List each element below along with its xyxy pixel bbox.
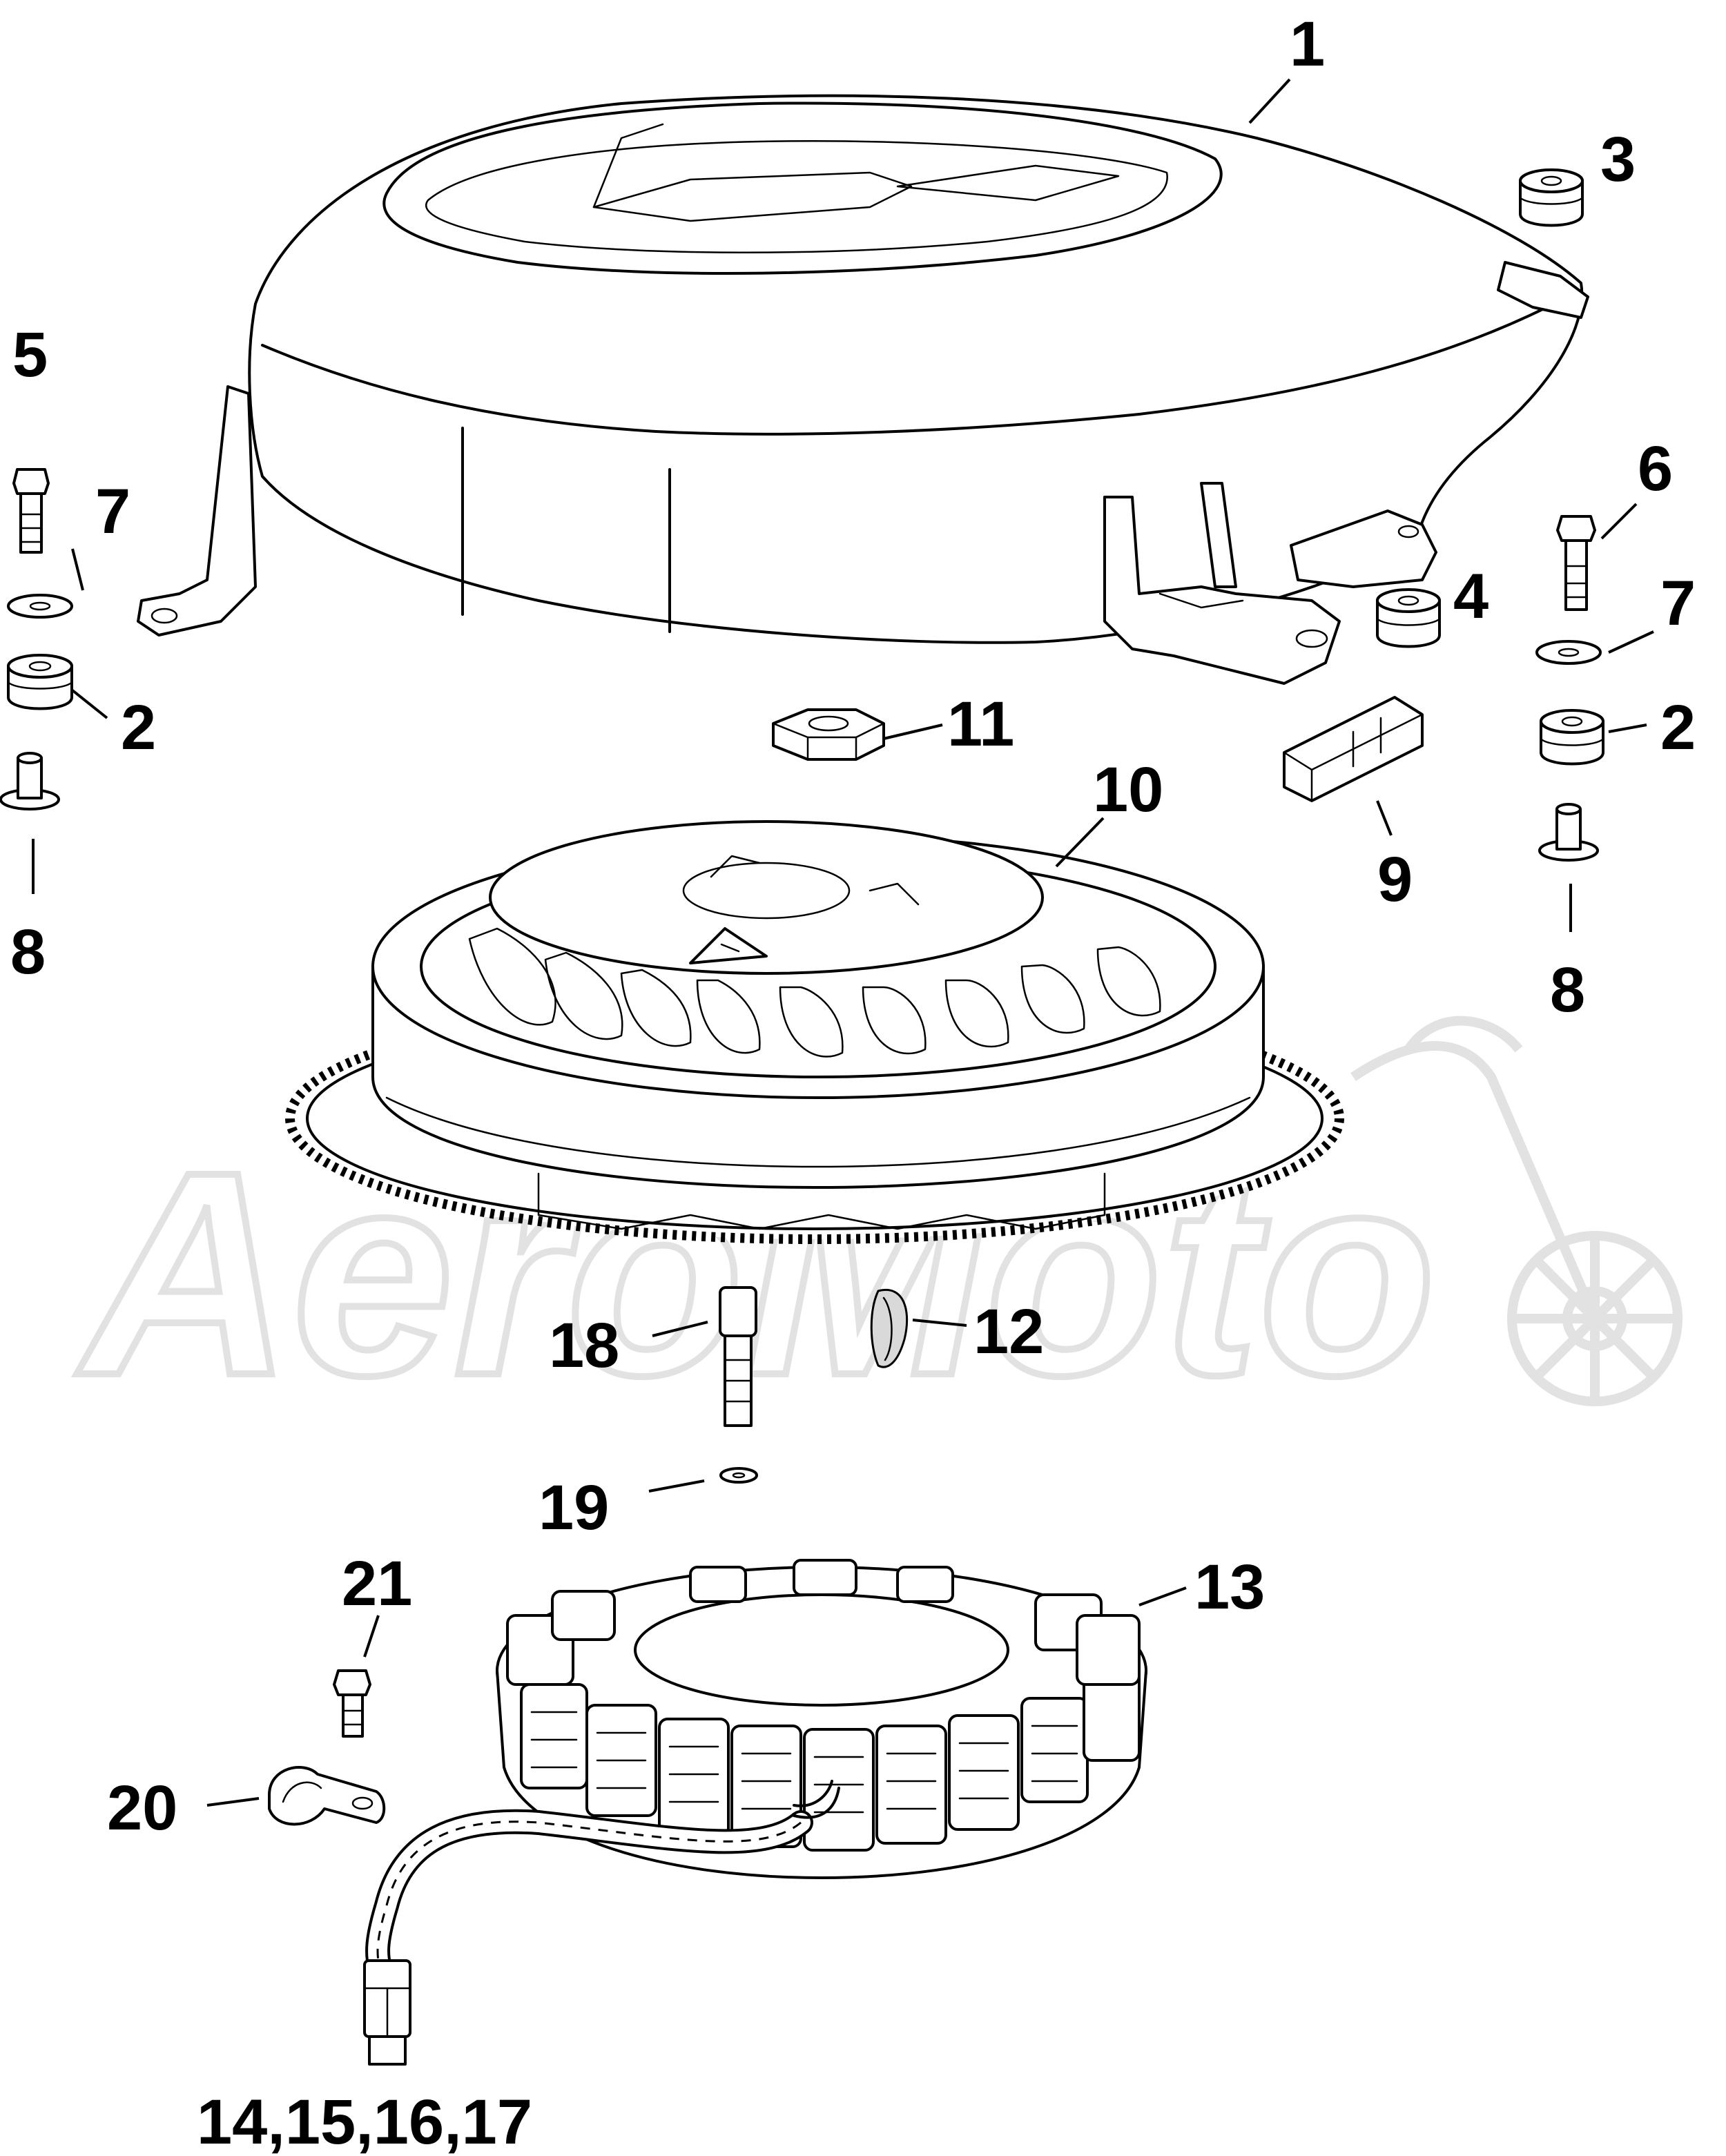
callout-7-left: 7 xyxy=(95,476,130,547)
callout-5: 5 xyxy=(12,320,48,390)
part-11-nut xyxy=(772,708,885,761)
part-5-bolt xyxy=(12,468,50,554)
part-19-washer xyxy=(719,1467,758,1484)
part-9-connector xyxy=(1283,696,1424,802)
callout-2-left: 2 xyxy=(121,692,156,763)
callout-6: 6 xyxy=(1638,434,1673,504)
part-14-17-wire-harness xyxy=(363,1780,840,2066)
leader-lines xyxy=(32,78,1654,1807)
flywheel-fins xyxy=(468,927,1161,1058)
callout-20: 20 xyxy=(107,1773,177,1843)
callout-labels: 1 3 5 7 2 8 6 4 7 2 8 9 10 11 18 12 19 1… xyxy=(10,9,1696,2156)
part-20-clamp xyxy=(268,1766,386,1826)
callout-11: 11 xyxy=(947,689,1014,759)
callout-3: 3 xyxy=(1600,124,1636,195)
callout-18: 18 xyxy=(549,1310,619,1381)
stator-windings xyxy=(530,1711,1078,1814)
part-13-stator xyxy=(496,1559,1147,1879)
callout-12: 12 xyxy=(973,1296,1044,1367)
callout-19: 19 xyxy=(539,1473,609,1543)
callout-13: 13 xyxy=(1194,1552,1265,1622)
callout-2-right: 2 xyxy=(1660,692,1696,763)
part-4-grommet xyxy=(1376,588,1441,648)
callout-4: 4 xyxy=(1453,561,1489,632)
part-6-bolt xyxy=(1556,515,1596,611)
callout-10: 10 xyxy=(1093,755,1163,825)
callout-8-left: 8 xyxy=(10,917,46,987)
callout-14-17: 14,15,16,17 xyxy=(197,2087,532,2156)
callout-7-right: 7 xyxy=(1660,568,1696,639)
part-7-washer-left xyxy=(7,594,73,619)
part-2-grommet-right xyxy=(1540,709,1604,766)
part-8-sleeve-left xyxy=(0,752,60,810)
part-1-flywheel-cover xyxy=(137,94,1589,685)
part-3-grommet-top xyxy=(1519,168,1584,227)
part-18-bolt xyxy=(719,1286,757,1427)
callout-21: 21 xyxy=(342,1548,412,1619)
part-10-flywheel xyxy=(285,820,1344,1244)
part-21-screw xyxy=(333,1669,371,1738)
part-8-sleeve-right xyxy=(1538,803,1599,862)
part-2-grommet-left xyxy=(7,654,73,710)
callout-8-right: 8 xyxy=(1550,955,1585,1025)
callout-1: 1 xyxy=(1290,9,1325,79)
part-7-washer-right xyxy=(1535,640,1602,665)
part-12-key xyxy=(870,1289,909,1368)
callout-9: 9 xyxy=(1377,844,1413,915)
warning-triangle-icon xyxy=(689,927,768,964)
watermark-motorcycle-icon xyxy=(1350,1016,1683,1406)
